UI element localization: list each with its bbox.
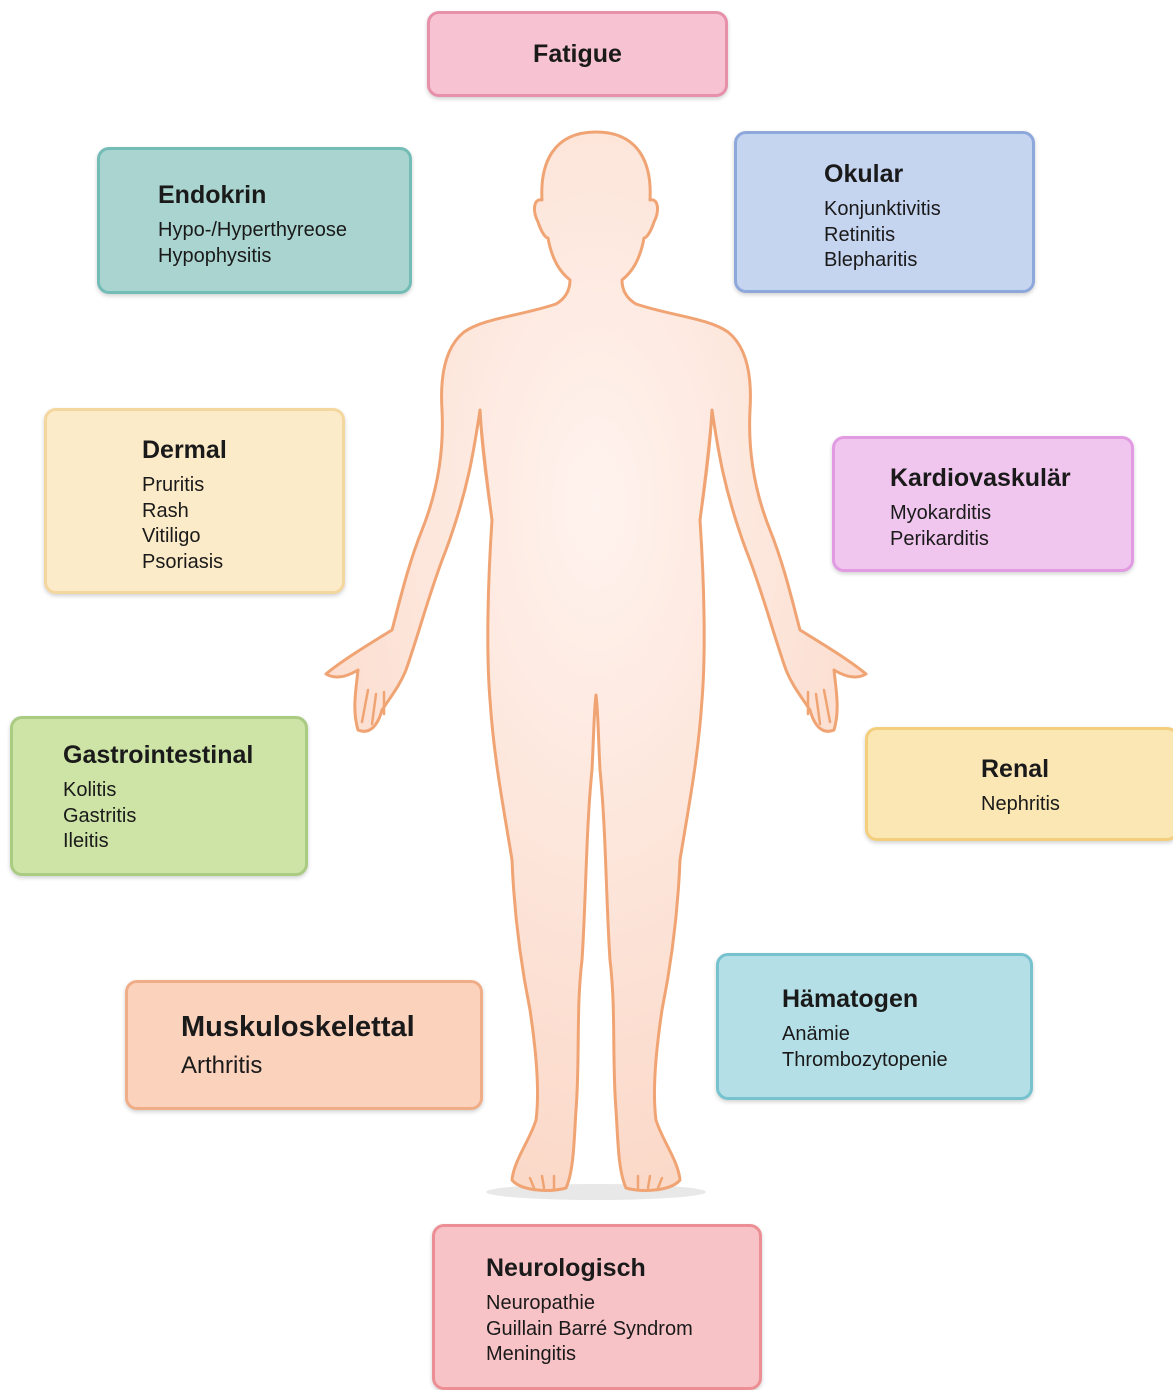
list-item: Retinitis — [824, 223, 1032, 249]
list-item: Blepharitis — [824, 248, 1032, 274]
neurologisch-list: Neuropathie Guillain Barré Syndrom Menin… — [486, 1291, 759, 1368]
list-item: Nephritis — [981, 792, 1173, 818]
gastrointestinal-list: Kolitis Gastritis Ileitis — [63, 778, 305, 855]
list-item: Hypo-/Hyperthyreose — [158, 218, 409, 244]
list-item: Kolitis — [63, 778, 305, 804]
list-item: Hypophysitis — [158, 244, 409, 270]
renal-box: Renal Nephritis — [865, 727, 1173, 841]
list-item: Gastritis — [63, 804, 305, 830]
muskuloskelettal-title: Muskuloskelettal — [181, 1011, 480, 1043]
dermal-box: Dermal Pruritis Rash Vitiligo Psoriasis — [44, 408, 345, 594]
list-item: Anämie — [782, 1022, 1030, 1048]
hamatogen-box: Hämatogen Anämie Thrombozytopenie — [716, 953, 1033, 1100]
list-item: Konjunktivitis — [824, 197, 1032, 223]
endokrin-box: Endokrin Hypo-/Hyperthyreose Hypophysiti… — [97, 147, 412, 294]
list-item: Perikarditis — [890, 527, 1131, 553]
dermal-title: Dermal — [142, 435, 342, 465]
list-item: Meningitis — [486, 1342, 759, 1368]
neurologisch-box: Neurologisch Neuropathie Guillain Barré … — [432, 1224, 762, 1390]
list-item: Arthritis — [181, 1051, 480, 1081]
kardiovaskular-title: Kardiovaskulär — [890, 463, 1131, 493]
list-item: Ileitis — [63, 829, 305, 855]
muskuloskelettal-box: Muskuloskelettal Arthritis — [125, 980, 483, 1110]
okular-list: Konjunktivitis Retinitis Blepharitis — [824, 197, 1032, 274]
fatigue-box: Fatigue — [427, 11, 728, 97]
muskuloskelettal-list: Arthritis — [181, 1051, 480, 1081]
renal-list: Nephritis — [981, 792, 1173, 818]
renal-title: Renal — [981, 754, 1173, 784]
endokrin-list: Hypo-/Hyperthyreose Hypophysitis — [158, 218, 409, 269]
hamatogen-title: Hämatogen — [782, 984, 1030, 1014]
dermal-list: Pruritis Rash Vitiligo Psoriasis — [142, 473, 342, 575]
hamatogen-list: Anämie Thrombozytopenie — [782, 1022, 1030, 1073]
list-item: Neuropathie — [486, 1291, 759, 1317]
list-item: Rash — [142, 499, 342, 525]
neurologisch-title: Neurologisch — [486, 1253, 759, 1283]
gastrointestinal-box: Gastrointestinal Kolitis Gastritis Ileit… — [10, 716, 308, 876]
kardiovaskular-box: Kardiovaskulär Myokarditis Perikarditis — [832, 436, 1134, 572]
list-item: Psoriasis — [142, 550, 342, 576]
okular-title: Okular — [824, 159, 1032, 189]
okular-box: Okular Konjunktivitis Retinitis Blephari… — [734, 131, 1035, 293]
list-item: Vitiligo — [142, 524, 342, 550]
list-item: Pruritis — [142, 473, 342, 499]
list-item: Myokarditis — [890, 501, 1131, 527]
fatigue-title: Fatigue — [533, 39, 622, 69]
list-item: Guillain Barré Syndrom — [486, 1317, 759, 1343]
list-item: Thrombozytopenie — [782, 1048, 1030, 1074]
gastrointestinal-title: Gastrointestinal — [63, 740, 305, 770]
kardiovaskular-list: Myokarditis Perikarditis — [890, 501, 1131, 552]
endokrin-title: Endokrin — [158, 180, 409, 210]
